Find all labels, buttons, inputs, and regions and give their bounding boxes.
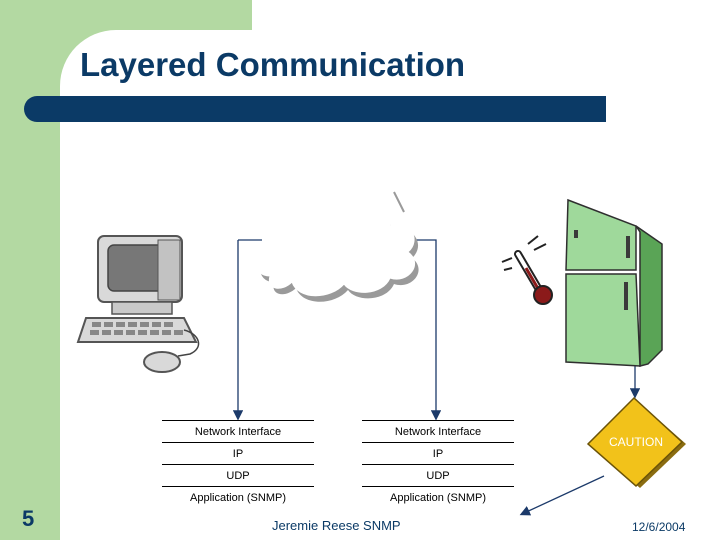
slide-number: 5 (22, 506, 35, 531)
stack-right-layer: Application (SNMP) (390, 491, 486, 504)
footer-date: 12/6/2004 (632, 520, 686, 534)
stack-right-layer: UDP (362, 464, 514, 487)
caution-label: CAUTION (609, 435, 663, 449)
stack-left-layer: Application (SNMP) (190, 491, 286, 504)
caution-sign-icon: CAUTION (586, 396, 686, 488)
page-title: Layered Communication (80, 46, 466, 83)
computer-icon (76, 235, 200, 373)
thermometer-icon (501, 235, 553, 305)
refrigerator-icon (565, 198, 663, 367)
network-cloud-icon (255, 191, 419, 302)
protocol-stack-right: Network Interface IP UDP Application (SN… (362, 420, 514, 508)
protocol-stack-left: Network Interface IP UDP Application (SN… (162, 420, 314, 508)
stack-right-layer: Network Interface (362, 420, 514, 443)
stack-left-layer: IP (162, 442, 314, 465)
stack-left-layer: Network Interface (162, 420, 314, 443)
stack-right-layer: IP (362, 442, 514, 465)
stack-left-layer: UDP (162, 464, 314, 487)
title-bar (24, 96, 606, 122)
footer-text: Jeremie Reese SNMP (272, 518, 401, 533)
